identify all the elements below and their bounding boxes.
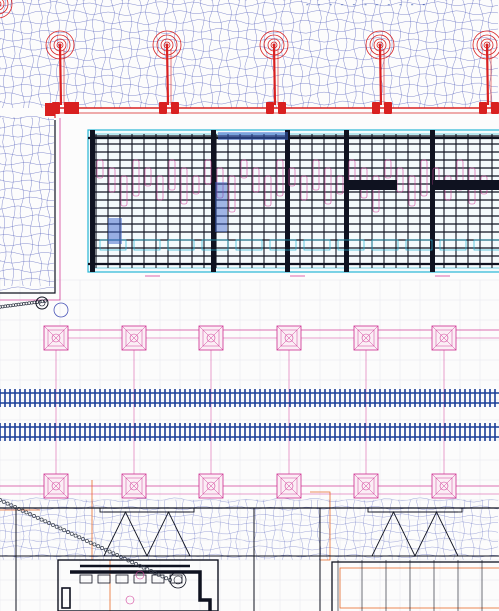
stair-block (215, 182, 227, 232)
warehouse-building (87, 129, 499, 277)
main-column-line (90, 130, 95, 272)
pile-cap (431, 325, 457, 351)
pile-cap (121, 473, 147, 499)
pile-cap (43, 325, 69, 351)
lower-structures (0, 507, 499, 611)
platform-beam (347, 180, 397, 190)
stair-block (108, 218, 122, 244)
pile-cap-row (43, 325, 457, 499)
rail-track (0, 423, 499, 441)
light-pole (152, 30, 182, 114)
title-fragment: - - - - - - - - - - - (305, 0, 428, 9)
equipment-frame (57, 559, 219, 611)
rail-track (0, 389, 499, 407)
pile-cap (431, 473, 457, 499)
magenta-pipe-network (0, 329, 499, 495)
main-column-line (285, 130, 290, 272)
pile-cap (353, 325, 379, 351)
light-pole (0, 0, 13, 19)
light-pole (259, 30, 289, 114)
main-column-line (344, 130, 349, 272)
anchor-chain (0, 299, 172, 582)
main-column-line (211, 130, 216, 272)
truss-frame (99, 507, 195, 558)
rail-tracks (0, 389, 499, 441)
pile-cap (198, 325, 224, 351)
equipment-frame (331, 560, 499, 611)
pile-cap (43, 473, 69, 499)
pile-cap (198, 473, 224, 499)
pile-cap (276, 325, 302, 351)
main-column-line (430, 130, 435, 272)
platform-beam (433, 180, 499, 190)
truss-frame (367, 507, 463, 558)
roof-beam (218, 132, 288, 140)
pole-base (45, 103, 55, 116)
pile-cap (276, 473, 302, 499)
pile-cap (353, 473, 379, 499)
pile-cap (121, 325, 147, 351)
site-boundary (0, 120, 56, 294)
manholes (35, 296, 187, 605)
light-pole (472, 30, 499, 114)
site-boundary-magenta (0, 118, 61, 301)
power-line (54, 107, 499, 118)
pole-base (70, 102, 79, 114)
light-pole (365, 30, 395, 114)
light-poles (0, 0, 499, 116)
